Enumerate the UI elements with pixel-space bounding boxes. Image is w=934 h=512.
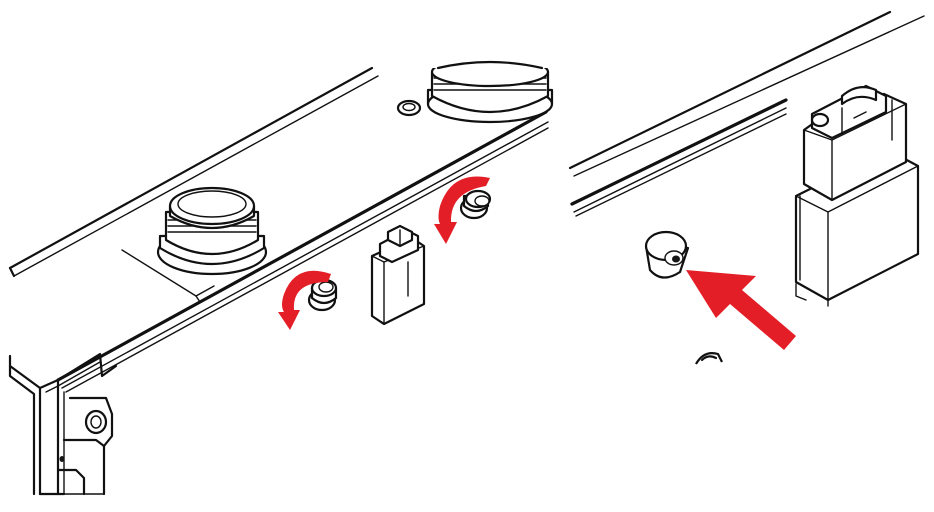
left-panel <box>8 40 560 496</box>
side-bracket <box>8 352 118 496</box>
spacer-sleeve <box>644 230 690 279</box>
front-knob <box>156 186 268 276</box>
connector-block <box>370 224 426 326</box>
curved-arrow-icon <box>278 270 331 330</box>
curved-arrow-icon <box>434 176 490 244</box>
straight-arrow-icon <box>686 270 796 350</box>
lower-bolt <box>695 352 723 365</box>
top-surface-edges <box>8 66 549 393</box>
right-panel <box>568 10 925 365</box>
top-bolt <box>396 99 422 117</box>
rear-knob <box>420 40 560 124</box>
connector-housing <box>794 84 920 307</box>
stud-left <box>307 278 338 312</box>
stud-right <box>459 189 492 220</box>
top-surface-edges-right <box>568 10 925 217</box>
